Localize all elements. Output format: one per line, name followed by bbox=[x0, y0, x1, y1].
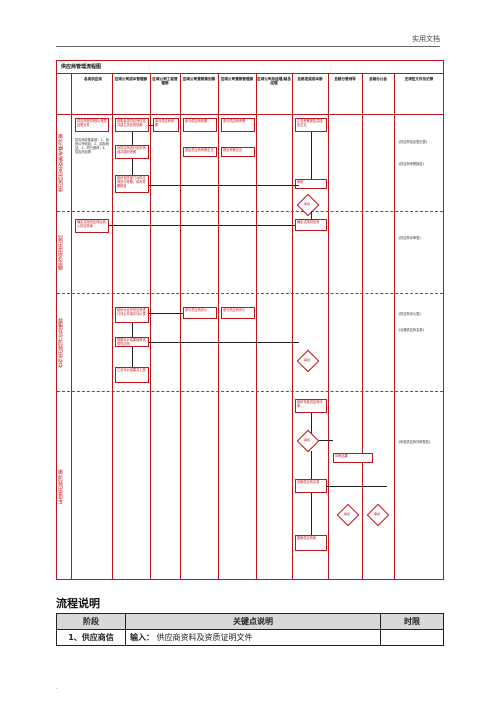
column-divider bbox=[218, 73, 219, 579]
column-divider bbox=[71, 73, 72, 579]
stage-label: 供应商信息收集/考察/评审 bbox=[58, 133, 64, 193]
flow-arrow bbox=[311, 413, 312, 433]
flow-box: 更新供应商库 bbox=[295, 535, 327, 551]
stage-label: 确定试用供应商 bbox=[58, 235, 64, 271]
flow-box: 参与供应商评价 bbox=[221, 307, 255, 319]
flow-arrow bbox=[327, 486, 387, 487]
flow-box: 组织相关部门对供应商进行考察，填写考察报告 bbox=[115, 175, 149, 193]
flow-box: 确定试用供应商 bbox=[295, 219, 327, 231]
flow-arrow bbox=[109, 225, 295, 226]
doc-note: 《供应商评价表》 bbox=[397, 312, 423, 316]
flow-box: 供应商提供资料/资质证明文件 bbox=[75, 118, 109, 132]
header-phase: 阶段 bbox=[56, 613, 126, 630]
flow-box: 参与供应商考察 bbox=[221, 118, 255, 132]
flow-box: 组织年度供应商评审 bbox=[295, 399, 327, 413]
flow-arrow bbox=[149, 342, 299, 343]
column-divider bbox=[328, 73, 329, 579]
flow-note: 供应商收集渠道：1、政府公开网站；2、招标网站；3、同行推荐；4、供应商自荐 bbox=[75, 138, 109, 154]
flow-box: 提出供应商考察意见 bbox=[183, 147, 217, 157]
flow-box: 确定试用供应商后纳入供应商库 bbox=[75, 219, 109, 233]
flow-arrow bbox=[319, 440, 333, 441]
flowchart: 供应商管理流程图 各类供应商 区域公司成本管理部 区域公司工程管理部 区域公司营… bbox=[56, 60, 444, 580]
stage-separator bbox=[57, 211, 443, 212]
doc-note: 《合格供应商名录》 bbox=[397, 328, 426, 332]
column-divider bbox=[112, 73, 113, 579]
explanation-table: 阶段 关键点说明 时限 1、供应商信 输入： 供应商资料及资质证明文件 bbox=[56, 613, 444, 646]
header-limit: 时限 bbox=[380, 613, 444, 630]
table-header-row: 阶段 关键点说明 时限 bbox=[56, 613, 444, 630]
flow-box: 收集各类供应商信息并建立供应商档案 bbox=[115, 118, 149, 132]
flow-arrow bbox=[132, 347, 133, 367]
header-rule bbox=[56, 46, 440, 47]
stage-label: 合作供应商评价及推荐 bbox=[58, 318, 64, 368]
decision-label: 审批 bbox=[373, 512, 380, 516]
flow-arrow bbox=[311, 132, 312, 179]
column-header: 区域公司工程管理部 bbox=[152, 77, 178, 86]
stage-label: 年度供应商评审 bbox=[58, 469, 64, 505]
flow-arrow bbox=[149, 125, 153, 126]
column-divider bbox=[256, 73, 257, 579]
column-header: 总部分管领导 bbox=[334, 77, 356, 81]
decision-label: 审批 bbox=[343, 512, 350, 516]
flow-arrow bbox=[132, 323, 133, 337]
flow-box: 汇总评价结果并上报 bbox=[115, 367, 149, 383]
decision-label: 审核 bbox=[303, 438, 310, 442]
table-row: 1、供应商信 输入： 供应商资料及资质证明文件 bbox=[56, 629, 444, 646]
column-divider bbox=[292, 73, 293, 579]
flow-box: 根据评价结果推荐优秀供应商 bbox=[115, 337, 149, 347]
column-header: 总裁办公会 bbox=[369, 77, 387, 81]
column-header: 总部发展成本部 bbox=[297, 77, 323, 81]
column-header: 区域公司总经理/副总经理 bbox=[257, 77, 291, 86]
decision-label: 审批 bbox=[303, 358, 310, 362]
flow-box: 参与供应商评价 bbox=[183, 307, 217, 319]
decision-label: 审批 bbox=[303, 202, 310, 206]
flow-box: 组织对合作供应商进行评价并填写评价表 bbox=[115, 307, 149, 323]
page-header-text: 实用文档 bbox=[412, 35, 440, 43]
cell-limit bbox=[380, 629, 444, 646]
column-divider bbox=[180, 73, 181, 579]
flow-box: 对供应商进行初步筛选并组织考察 bbox=[115, 145, 149, 159]
flow-arrow bbox=[311, 211, 312, 219]
stage-separator bbox=[57, 293, 443, 294]
stage-separator bbox=[57, 391, 443, 392]
flow-arrow bbox=[149, 313, 183, 314]
column-divider bbox=[150, 73, 151, 579]
flow-box: 提出考察意见 bbox=[221, 147, 255, 157]
doc-note: 《供应商信息登记表》 bbox=[397, 140, 429, 144]
flow-arrow bbox=[149, 185, 299, 186]
flow-arrow bbox=[132, 132, 133, 145]
cell-phase: 1、供应商信 bbox=[56, 629, 126, 646]
header-keypoint: 关键点说明 bbox=[125, 613, 381, 630]
footer-mark: . bbox=[56, 684, 58, 691]
column-header: 支持性文件及记录 bbox=[404, 77, 434, 81]
flow-box: 汇总考察报告并提出意见 bbox=[295, 118, 327, 132]
column-header: 区域公司营销策划部 bbox=[182, 77, 216, 81]
column-divider bbox=[362, 73, 363, 579]
flow-arrow bbox=[311, 493, 312, 535]
flow-arrow bbox=[132, 159, 133, 175]
input-label: 输入： bbox=[130, 633, 154, 642]
column-header-band bbox=[57, 73, 443, 115]
doc-note: 《年度供应商评审报告》 bbox=[397, 440, 433, 444]
flow-box: 参与供应商考察 bbox=[153, 118, 179, 132]
flow-arrow bbox=[311, 451, 312, 479]
column-divider bbox=[394, 73, 395, 579]
doc-note: 《供应商评审表》 bbox=[397, 236, 423, 240]
column-header: 各类供应商 bbox=[84, 77, 102, 81]
flow-box: 评审结果 bbox=[333, 453, 373, 463]
flowchart-title: 供应商管理流程图 bbox=[61, 64, 102, 70]
flow-box: 参与供应商考察 bbox=[183, 118, 217, 132]
column-header: 区域公司营销管理部 bbox=[220, 77, 254, 81]
flow-box: 审核 bbox=[295, 179, 327, 189]
cell-keypoint: 输入： 供应商资料及资质证明文件 bbox=[125, 629, 381, 646]
flow-box: 合格供应商名录 bbox=[295, 479, 327, 493]
section-title: 流程说明 bbox=[56, 597, 100, 610]
input-text: 供应商资料及资质证明文件 bbox=[156, 633, 253, 642]
column-header: 区域公司成本管理部 bbox=[114, 77, 148, 81]
doc-note: 《供应商考察报告》 bbox=[397, 162, 426, 166]
